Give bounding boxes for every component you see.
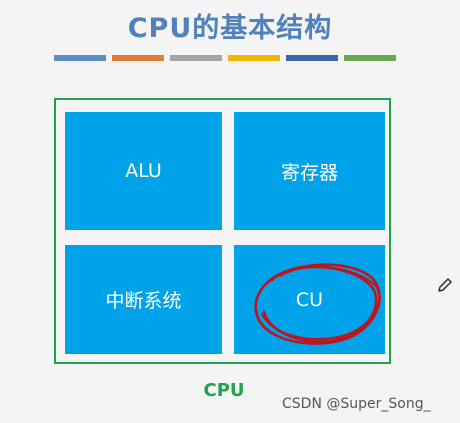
color-stripe <box>344 55 396 61</box>
color-stripe <box>112 55 164 61</box>
alu-block: ALU <box>65 112 222 230</box>
annotation-stroke <box>261 265 381 340</box>
cpu-container-label: CPU <box>203 380 245 401</box>
color-stripe <box>54 55 106 61</box>
register-label: 寄存器 <box>280 161 338 184</box>
register-block: 寄存器 <box>234 112 385 230</box>
hand-drawn-circle-annotation <box>254 263 381 345</box>
color-stripe <box>286 55 338 61</box>
cpu-frame <box>54 98 391 364</box>
watermark: CSDN @Super_Song_ <box>282 396 431 412</box>
color-stripe <box>170 55 222 61</box>
annotation-stroke <box>254 263 381 345</box>
color-stripe <box>228 55 280 61</box>
interrupt-system-block: 中断系统 <box>65 245 222 354</box>
cu-block: CU <box>234 245 385 354</box>
alu-label: ALU <box>125 160 162 182</box>
slide-title: CPU的基本结构 <box>127 13 333 44</box>
pencil-icon[interactable] <box>436 276 454 294</box>
cu-label: CU <box>295 288 324 311</box>
interrupt-system-label: 中断系统 <box>105 290 182 312</box>
